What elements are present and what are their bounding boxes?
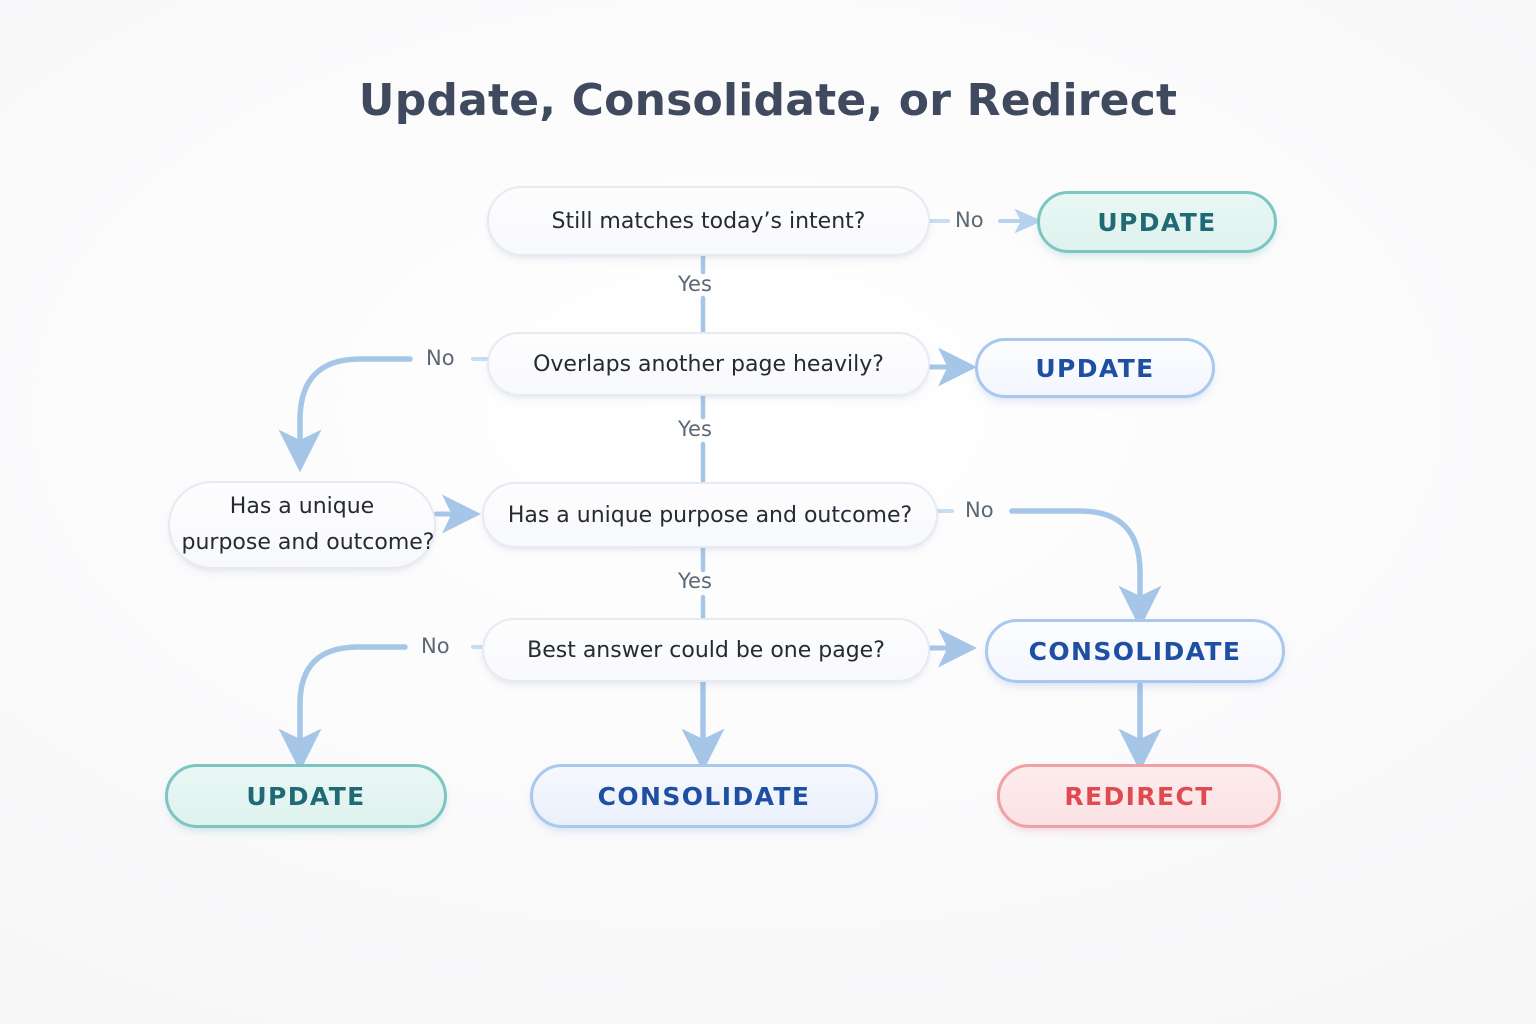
- terminal-label: CONSOLIDATE: [1028, 636, 1242, 666]
- decision-still-matches-intent[interactable]: Still matches today’s intent?: [487, 186, 930, 256]
- edge-label-q1-no: No: [955, 208, 984, 232]
- terminal-consolidate-bottom[interactable]: CONSOLIDATE: [530, 764, 878, 828]
- decision-label: Overlaps another page heavily?: [533, 351, 884, 377]
- decision-label-line2: purpose and outcome?: [181, 530, 435, 555]
- decision-label-line1: Has a unique: [229, 494, 375, 520]
- edge-label-q3-yes: Yes: [678, 569, 712, 593]
- terminal-label: UPDATE: [1097, 207, 1217, 237]
- terminal-update-top[interactable]: UPDATE: [1037, 191, 1277, 253]
- edge-label-q2-no: No: [426, 346, 455, 370]
- terminal-label: UPDATE: [1035, 353, 1155, 383]
- decision-has-unique-purpose-center[interactable]: Has a unique purpose and outcome?: [482, 482, 938, 548]
- terminal-label: CONSOLIDATE: [597, 781, 811, 811]
- terminal-redirect-bottom[interactable]: REDIRECT: [997, 764, 1281, 828]
- edge-label-q1-yes: Yes: [678, 272, 712, 296]
- decision-label: Has a unique purpose and outcome?: [507, 502, 913, 528]
- terminal-label: UPDATE: [246, 781, 366, 811]
- terminal-update-row2[interactable]: UPDATE: [975, 338, 1215, 398]
- decision-label: Still matches today’s intent?: [551, 208, 866, 234]
- edge-label-q2-yes: Yes: [678, 417, 712, 441]
- page-title: Update, Consolidate, or Redirect: [358, 75, 1178, 126]
- terminal-label: REDIRECT: [1064, 781, 1214, 811]
- terminal-update-bottom[interactable]: UPDATE: [165, 764, 447, 828]
- edge-label-q4-no: No: [421, 634, 450, 658]
- decision-label: Best answer could be one page?: [527, 637, 885, 663]
- decision-has-unique-purpose-left[interactable]: Has a unique purpose and outcome?: [168, 481, 436, 569]
- decision-overlaps-another-page[interactable]: Overlaps another page heavily?: [487, 332, 930, 396]
- decision-best-answer-one-page[interactable]: Best answer could be one page?: [482, 618, 930, 682]
- edge-label-q3-no: No: [965, 498, 994, 522]
- terminal-consolidate-right[interactable]: CONSOLIDATE: [985, 619, 1285, 683]
